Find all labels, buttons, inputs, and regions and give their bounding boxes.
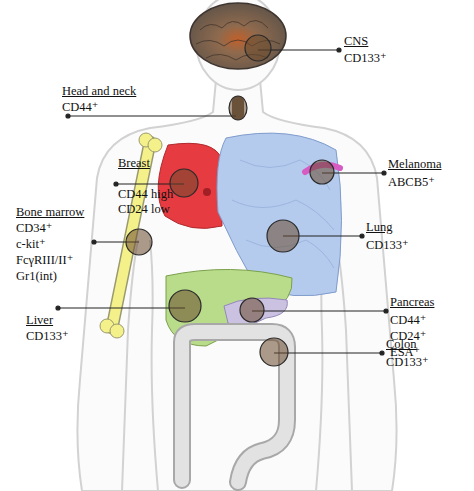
site-heading: Melanoma: [388, 157, 441, 172]
nipple: [203, 188, 211, 196]
marker-label: ABCB5⁺: [388, 175, 435, 190]
lung-texture: [232, 160, 334, 268]
marker-label: CD24 low: [118, 202, 170, 217]
marker-label: CD44 high: [118, 187, 173, 202]
marker-label: CD133⁺: [344, 51, 387, 66]
brain: [190, 3, 286, 69]
leader-lines: [56, 48, 388, 355]
bone: [100, 133, 162, 338]
site-heading: Lung: [366, 220, 392, 235]
marker-label: Gr1(int): [16, 269, 57, 284]
site-heading: Colon: [386, 337, 417, 352]
body-silhouette: [77, 0, 396, 491]
marker-label: CD44⁺: [62, 100, 98, 115]
marker-label: CD34⁺: [16, 221, 52, 236]
marker-label: CD44⁺: [390, 313, 426, 328]
pancreas: [224, 298, 287, 326]
marker-label: CD133⁺: [386, 355, 429, 370]
marker-label: CD133⁺: [26, 329, 69, 344]
marker-label: CD133⁺: [366, 238, 409, 253]
site-heading: Head and neck: [62, 84, 136, 99]
site-heading: Pancreas: [390, 295, 434, 310]
colon: [182, 332, 287, 482]
site-heading: Breast: [118, 156, 150, 171]
site-heading: Liver: [26, 313, 53, 328]
marker-label: FcγRIII/II⁺: [16, 253, 73, 268]
site-heading: Bone marrow: [16, 205, 84, 220]
site-heading: CNS: [344, 34, 368, 49]
marker-label: c-kit⁺: [16, 237, 46, 252]
